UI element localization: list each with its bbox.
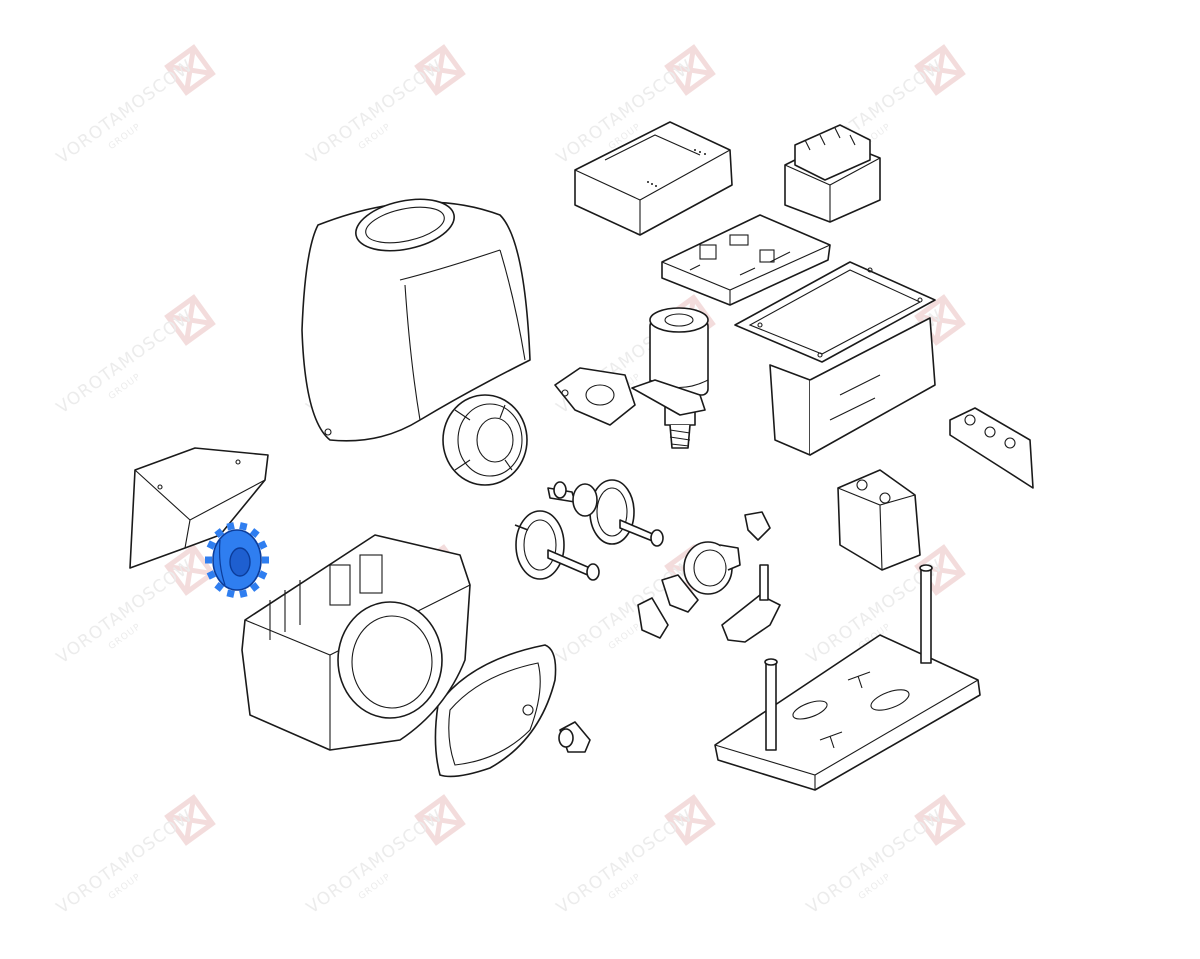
clip-small[interactable]	[744, 511, 771, 541]
gear-tooth	[249, 528, 260, 538]
side-cover[interactable]	[129, 447, 269, 569]
gear-tooth	[206, 540, 216, 550]
motor-mount-left[interactable]	[554, 367, 636, 426]
gear-tooth	[239, 522, 248, 531]
gear-tooth	[226, 589, 235, 598]
control-box-cover[interactable]	[574, 121, 733, 236]
encoder-assembly[interactable]	[683, 541, 741, 595]
motor-mount-right[interactable]	[631, 379, 706, 416]
gear-tooth	[239, 589, 248, 598]
motor-cover[interactable]	[301, 191, 531, 442]
gear-tooth	[258, 570, 268, 580]
mounting-stud-left[interactable]	[764, 658, 778, 751]
flange-disc[interactable]	[442, 394, 528, 486]
gear-tooth	[249, 582, 260, 592]
mounting-bracket[interactable]	[734, 261, 936, 456]
gear-tooth	[214, 582, 225, 592]
control-board[interactable]	[661, 214, 831, 306]
gear-tooth	[206, 570, 216, 580]
gearbox-housing[interactable]	[241, 534, 471, 751]
drive-gear-pinion[interactable]	[205, 522, 269, 598]
base-plate[interactable]	[714, 634, 981, 791]
gear-tooth	[258, 540, 268, 550]
diagram-svg	[129, 121, 1034, 791]
transformer[interactable]	[784, 124, 881, 223]
mounting-stud-right[interactable]	[919, 564, 933, 664]
cable-plate[interactable]	[949, 407, 1034, 489]
gear-tooth	[214, 528, 225, 538]
release-lever[interactable]	[721, 564, 781, 643]
motor[interactable]	[649, 307, 709, 449]
lock-key[interactable]	[558, 721, 591, 753]
intermediate-gear-lower[interactable]	[514, 510, 600, 581]
gear-tooth	[226, 522, 235, 531]
limit-switch-cams[interactable]	[637, 574, 699, 639]
intermediate-gear-upper[interactable]	[547, 479, 664, 547]
release-door[interactable]	[434, 644, 557, 778]
stud-bracket[interactable]	[837, 469, 921, 571]
